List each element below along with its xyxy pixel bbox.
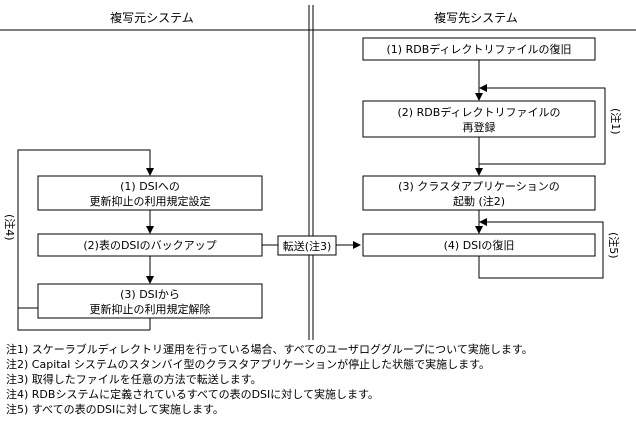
target-loop-5-label: (注5) [607, 232, 621, 259]
footnote-4: 注4) RDBシステムに定義されているすべての表のDSIに対して実施します。 [6, 388, 379, 401]
target-step-2-box [362, 100, 596, 138]
transfer-label-box [277, 235, 337, 256]
source-step-2-line1: (2)表のDSIのバックアップ [83, 238, 216, 252]
target-step-3-line2: 起動 (注2) [453, 194, 505, 208]
target-step-2-line2: 再登録 [463, 120, 496, 134]
source-system-header: 複写元システム [110, 10, 194, 25]
source-step-3-box [37, 283, 263, 319]
target-loop-5-arrow [478, 218, 604, 279]
source-step-1-box [37, 175, 263, 211]
target-step-4-line1: (4) DSIの復旧 [444, 239, 515, 252]
footnote-1: 注1) スケーラブルディレクトリ運用を行っている場合、すべてのユーザロググループ… [6, 343, 533, 356]
footnotes: 注1) スケーラブルディレクトリ運用を行っている場合、すべてのユーザロググループ… [6, 342, 533, 417]
target-step-3-line1: (3) クラスタアプリケーションの [398, 180, 560, 193]
source-step-3-line2: 更新抑止の利用規定解除 [90, 302, 211, 316]
footnote-2: 注2) Capital システムのスタンバイ型のクラスタアプリケーションが停止し… [6, 358, 490, 371]
source-step-3-line1: (3) DSIから [120, 288, 180, 301]
source-loop-label: (注4) [3, 214, 17, 241]
target-step-3-box [362, 175, 596, 211]
target-step-1-line1: (1) RDBディレクトリファイルの復旧 [387, 42, 572, 56]
source-loop-arrow [17, 149, 154, 330]
source-step-1-line1: (1) DSIへの [120, 180, 180, 193]
target-system-header: 複写先システム [434, 10, 518, 25]
transfer-label: 転送(注3) [283, 239, 332, 253]
footnote-5: 注5) すべての表のDSIに対して実施します。 [6, 403, 224, 416]
source-step-1-line2: 更新抑止の利用規定設定 [90, 194, 211, 208]
target-step-2-line1: (2) RDBディレクトリファイルの [398, 105, 561, 119]
target-step-4-box [362, 233, 596, 257]
target-loop-1-label: (注1) [609, 108, 623, 135]
footnote-3: 注3) 取得したファイルを任意の方法で転送します。 [6, 373, 262, 386]
